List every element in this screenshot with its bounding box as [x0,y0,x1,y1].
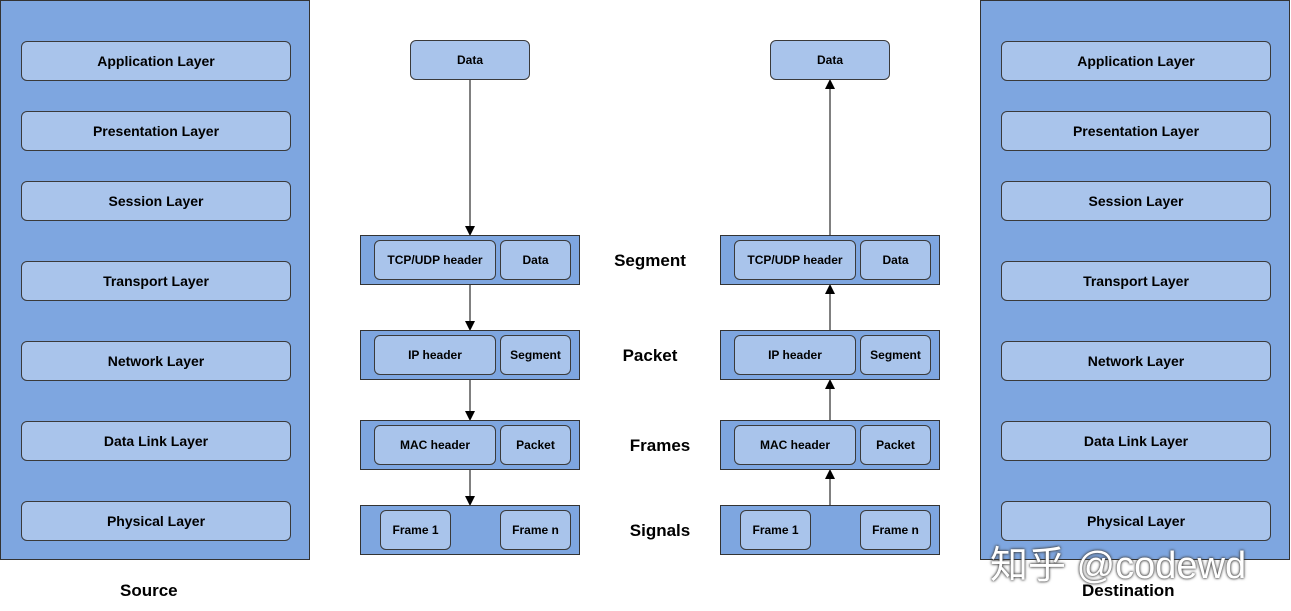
stage-label-packet: Packet [622,346,678,365]
decap-segment-container: TCP/UDP header Data [720,235,940,285]
encap-frame-n: Frame n [500,510,571,550]
destination-panel: Application Layer Presentation Layer Ses… [980,0,1290,560]
decap-mac-header: MAC header [734,425,856,465]
decap-segment-data: Data [860,240,931,280]
destination-data-link-layer: Data Link Layer [1001,421,1271,461]
encap-segment-data: Data [500,240,571,280]
encap-frame-container: MAC header Packet [360,420,580,470]
decap-tcp-udp-header: TCP/UDP header [734,240,856,280]
source-transport-layer: Transport Layer [21,261,291,301]
stage-label-segment: Segment [614,251,686,270]
decap-frame-container: MAC header Packet [720,420,940,470]
destination-transport-layer: Transport Layer [1001,261,1271,301]
decap-frame-packet: Packet [860,425,931,465]
destination-application-layer: Application Layer [1001,41,1271,81]
source-data-link-layer: Data Link Layer [21,421,291,461]
source-application-layer: Application Layer [21,41,291,81]
source-session-layer: Session Layer [21,181,291,221]
decap-frame-1: Frame 1 [740,510,811,550]
source-presentation-layer: Presentation Layer [21,111,291,151]
encap-segment-container: TCP/UDP header Data [360,235,580,285]
decap-data-node: Data [770,40,890,80]
decap-packet-segment: Segment [860,335,931,375]
decap-signals-container: Frame 1 Frame n [720,505,940,555]
stage-label-signals: Signals [629,521,691,540]
decap-packet-container: IP header Segment [720,330,940,380]
encap-packet-container: IP header Segment [360,330,580,380]
destination-session-layer: Session Layer [1001,181,1271,221]
source-network-layer: Network Layer [21,341,291,381]
source-caption: Source [120,581,178,600]
encap-ip-header: IP header [374,335,496,375]
destination-presentation-layer: Presentation Layer [1001,111,1271,151]
encap-data-node: Data [410,40,530,80]
encap-frame-packet: Packet [500,425,571,465]
stage-label-frames: Frames [629,436,691,455]
destination-physical-layer: Physical Layer [1001,501,1271,541]
decap-ip-header: IP header [734,335,856,375]
source-panel: Application Layer Presentation Layer Ses… [0,0,310,560]
encap-mac-header: MAC header [374,425,496,465]
watermark: 知乎 @codewd [990,545,1247,587]
encap-tcp-udp-header: TCP/UDP header [374,240,496,280]
encap-frame-1: Frame 1 [380,510,451,550]
destination-caption: Destination [1082,581,1175,600]
source-physical-layer: Physical Layer [21,501,291,541]
encap-packet-segment: Segment [500,335,571,375]
encap-signals-container: Frame 1 Frame n [360,505,580,555]
destination-network-layer: Network Layer [1001,341,1271,381]
decap-frame-n: Frame n [860,510,931,550]
